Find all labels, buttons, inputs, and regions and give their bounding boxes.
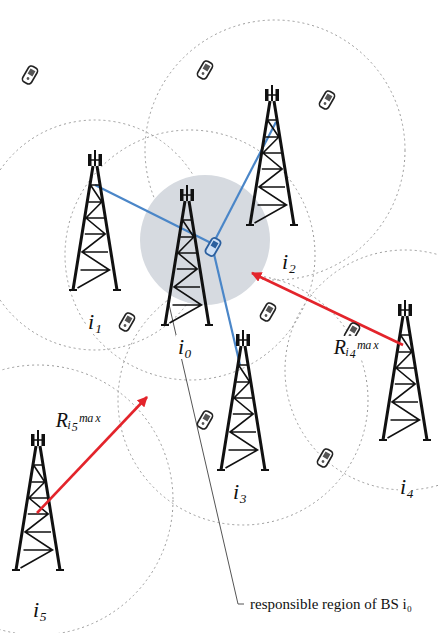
region-caption: responsible region of BS i₀ — [248, 596, 414, 613]
station-label: i₁ — [86, 310, 104, 334]
range-label: Rᵢ₄ᵐᵃˣ — [332, 336, 380, 358]
leader-line — [168, 300, 244, 604]
phones — [21, 60, 361, 469]
coverage-circles — [0, 20, 438, 633]
interference-range-arrows — [37, 273, 403, 513]
station-label: i₀ — [176, 335, 194, 359]
station-label: i₅ — [31, 598, 49, 622]
station-label: i₃ — [231, 480, 249, 504]
station-label: i₂ — [280, 250, 298, 274]
serving-links — [95, 122, 276, 365]
towers — [12, 85, 431, 570]
station-label: i₄ — [398, 475, 416, 499]
range-label: Rᵢ₅ᵐᵃˣ — [54, 409, 102, 431]
